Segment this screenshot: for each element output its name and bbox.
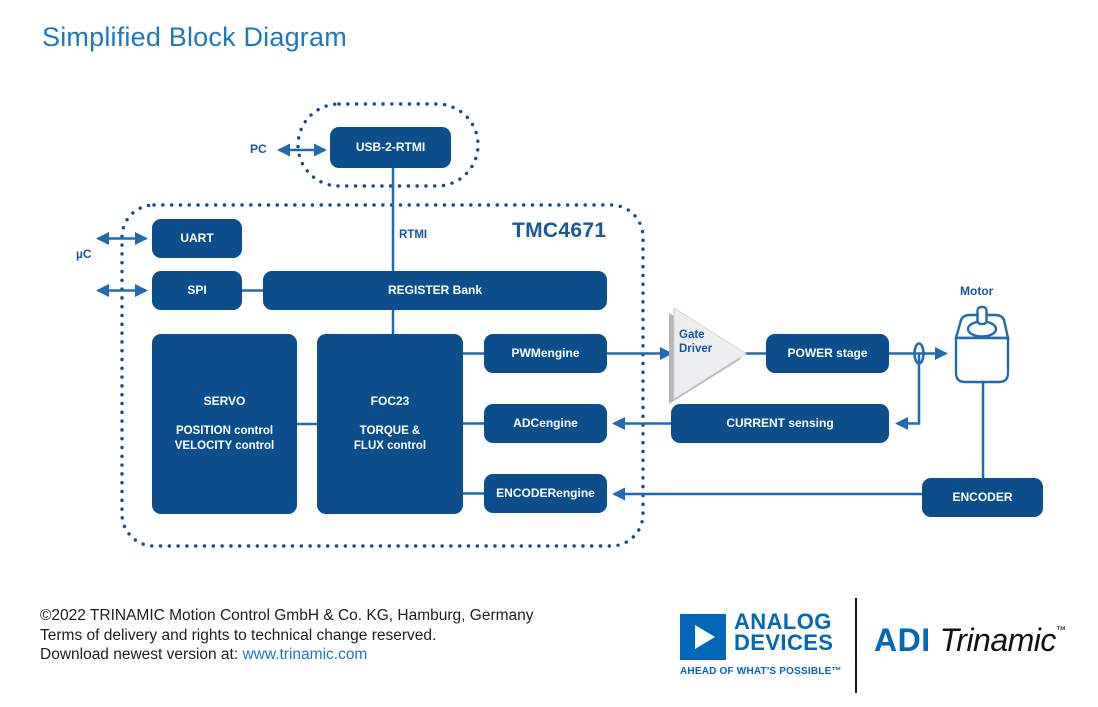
block-foc: FOC23 TORQUE & FLUX control — [317, 334, 463, 514]
motor-label: Motor — [960, 284, 994, 298]
block-usb-2-rtmi: USB-2-RTMI — [330, 127, 451, 168]
adi-triangle-icon — [695, 625, 715, 649]
footer-copyright: ©2022 TRINAMIC Motion Control GmbH & Co.… — [40, 607, 534, 624]
block-adcengine: ADCengine — [484, 404, 607, 443]
rtmi-label: RTMI — [399, 229, 428, 241]
gate-driver-label: Gate Driver — [679, 329, 713, 355]
block-current-sensing: CURRENT sensing — [671, 404, 889, 443]
motor-icon — [954, 305, 1010, 384]
block-power-stage: POWER stage — [766, 334, 889, 373]
block-uart: UART — [152, 219, 242, 258]
block-pwmengine: PWMengine — [484, 334, 607, 373]
wire-bundle-marker — [913, 342, 925, 365]
block-register-bank: REGISTER Bank — [263, 271, 607, 310]
block-servo: SERVO POSITION control VELOCITY control — [152, 334, 297, 514]
adi-tagline: AHEAD OF WHAT'S POSSIBLE™ — [680, 666, 842, 677]
analog-devices-logo-icon — [680, 614, 726, 660]
block-spi: SPI — [152, 271, 242, 310]
uc-label: µC — [76, 247, 92, 261]
tmc4671-label: TMC4671 — [512, 219, 607, 242]
motorline-to-current-arrow — [895, 353, 921, 430]
pc-label: PC — [250, 142, 267, 156]
analog-devices-wordmark: ANALOG DEVICES — [734, 609, 834, 655]
footer-terms: Terms of delivery and rights to technica… — [40, 626, 437, 644]
footer-download: Download newest version at: www.trinamic… — [40, 646, 368, 664]
block-encoder: ENCODER — [922, 478, 1043, 517]
trinamic-link[interactable]: www.trinamic.com — [242, 646, 368, 664]
footer: ©2022 TRINAMIC Motion Control GmbH & Co.… — [40, 606, 534, 665]
brand-divider — [855, 598, 857, 693]
page-title: Simplified Block Diagram — [42, 22, 347, 52]
block-encoderengine: ENCODERengine — [484, 474, 607, 513]
